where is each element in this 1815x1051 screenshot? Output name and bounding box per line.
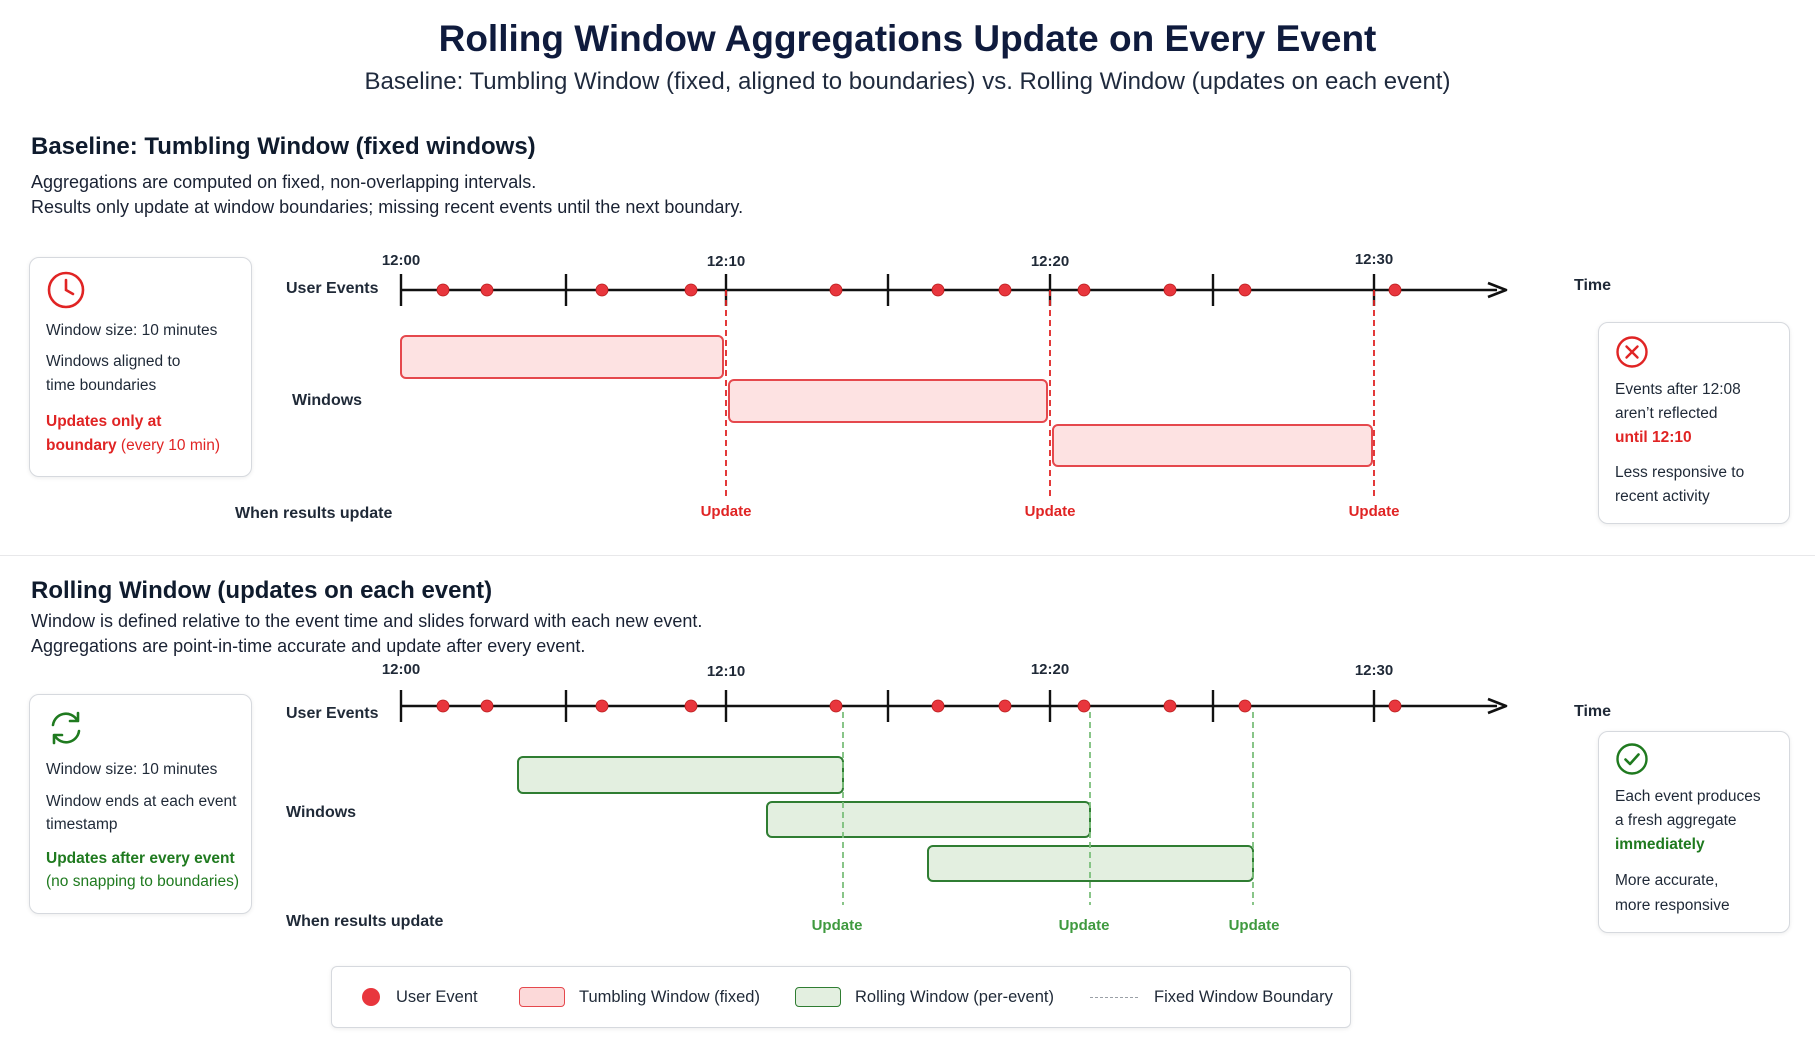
tumbling-update-label: Update [1349,503,1400,520]
tumbling-windows-label: Windows [292,392,362,409]
rolling-section-title: Rolling Window (updates on each event) [31,577,493,604]
tumbling-event-dot [1163,283,1177,297]
rolling-event-dot [931,699,945,713]
rolling-ends-b: timestamp [46,816,118,833]
rolling-event-dot [998,699,1012,713]
tumbling-user-events-label: User Events [286,280,379,297]
rolling-benefit-1c: immediately [1615,836,1705,853]
rolling-window-size: Window size: 10 minutes [46,761,218,778]
legend-boundary-line [1090,996,1138,998]
tumbling-tick-label: 12:20 [1031,253,1069,270]
tumbling-desc-1: Aggregations are computed on fixed, non-… [31,172,537,192]
rolling-time-label: Time [1574,703,1611,720]
tumbling-event-dot [480,283,494,297]
tumbling-event-dot [684,283,698,297]
tumbling-update-label: Update [1025,503,1076,520]
tumbling-when-label: When results update [235,505,392,522]
refresh-icon [51,711,81,745]
tumbling-desc-2: Results only update at window boundaries… [31,197,744,217]
rolling-tick-label: 12:00 [382,661,420,678]
legend-event-dot [362,988,380,1006]
x-circle-icon [1616,336,1648,368]
rolling-tick-label: 12:30 [1355,662,1393,679]
legend-rolling: Rolling Window (per-event) [795,967,1054,1027]
tumbling-window-bar [1052,424,1373,467]
tumbling-tick-label: 12:10 [707,253,745,270]
rolling-tick-label: 12:20 [1031,661,1069,678]
tumbling-section-title: Baseline: Tumbling Window (fixed windows… [31,133,536,160]
rolling-windows-label: Windows [286,804,356,821]
rolling-update-label: Update [1229,917,1280,934]
tumbling-update-label: Update [701,503,752,520]
tumbling-tick-label: 12:00 [382,252,420,269]
tumbling-aligned-a: Windows aligned to [46,353,181,370]
rolling-window-bar [517,756,844,794]
rolling-user-events-label: User Events [286,705,379,722]
tumbling-tick-label: 12:30 [1355,251,1393,268]
rolling-event-dot [595,699,609,713]
rolling-tick-label: 12:10 [707,663,745,680]
rolling-updates-a: Updates after every event [46,850,235,867]
tumbling-info-card: Window size: 10 minutes Windows aligned … [29,257,252,477]
rolling-event-dot [1163,699,1177,713]
rolling-window-bar [766,801,1091,838]
rolling-benefit-2b: more responsive [1615,897,1730,914]
rolling-benefit-card: Each event produces a fresh aggregate im… [1598,731,1790,933]
tumbling-drawback-card: Events after 12:08 aren’t reflected unti… [1598,322,1790,524]
check-circle-icon [1616,743,1648,775]
legend-rolling-swatch [795,987,841,1007]
rolling-info-card: Window size: 10 minutes Window ends at e… [29,694,252,914]
tumbling-arrowhead [1487,281,1508,299]
rolling-update-label: Update [812,917,863,934]
rolling-event-dot [829,699,843,713]
tumbling-drawback-1b: aren’t reflected [1615,405,1718,422]
tumbling-event-dot [1388,283,1402,297]
page-title: Rolling Window Aggregations Update on Ev… [438,18,1377,59]
tumbling-event-dot [1077,283,1091,297]
rolling-event-dot [436,699,450,713]
page-subtitle: Baseline: Tumbling Window (fixed, aligne… [364,68,1451,95]
tumbling-window-size: Window size: 10 minutes [46,322,218,339]
tumbling-event-dot [829,283,843,297]
tumbling-drawback-2b: recent activity [1615,488,1710,505]
rolling-arrowhead [1487,697,1508,715]
tumbling-event-dot [595,283,609,297]
rolling-benefit-2a: More accurate, [1615,872,1719,889]
rolling-event-dot [1388,699,1402,713]
rolling-when-label: When results update [286,913,443,930]
tumbling-window-bar [400,335,724,379]
rolling-desc-2: Aggregations are point-in-time accurate … [31,636,586,656]
legend-tumbling-swatch [519,987,565,1007]
rolling-updates-b: (no snapping to boundaries) [46,873,240,890]
legend-user-event: User Event [362,967,478,1027]
tumbling-drawback-1a: Events after 12:08 [1615,381,1741,398]
tumbling-updates-b: boundary (every 10 min) [46,437,220,454]
rolling-ends-a: Window ends at each event [46,793,237,810]
rolling-desc-1: Window is defined relative to the event … [31,611,703,631]
legend-tumbling: Tumbling Window (fixed) [519,967,760,1027]
legend-boundary: Fixed Window Boundary [1090,967,1333,1027]
legend: User Event Tumbling Window (fixed) Rolli… [331,966,1351,1028]
tumbling-window-bar [728,379,1048,423]
tumbling-time-label: Time [1574,277,1611,294]
tumbling-event-dot [931,283,945,297]
section-divider [0,555,1815,556]
clock-icon [47,271,85,309]
rolling-event-dot [684,699,698,713]
tumbling-drawback-1c: until 12:10 [1615,429,1692,446]
tumbling-event-dot [998,283,1012,297]
rolling-benefit-1b: a fresh aggregate [1615,812,1737,829]
tumbling-event-dot [436,283,450,297]
tumbling-drawback-2a: Less responsive to [1615,464,1745,481]
rolling-update-label: Update [1059,917,1110,934]
rolling-event-dot [480,699,494,713]
tumbling-event-dot [1238,283,1252,297]
rolling-event-dot [1238,699,1252,713]
tumbling-aligned-b: time boundaries [46,377,157,394]
rolling-event-dot [1077,699,1091,713]
tumbling-updates-a: Updates only at [46,413,162,430]
rolling-benefit-1a: Each event produces [1615,788,1761,805]
